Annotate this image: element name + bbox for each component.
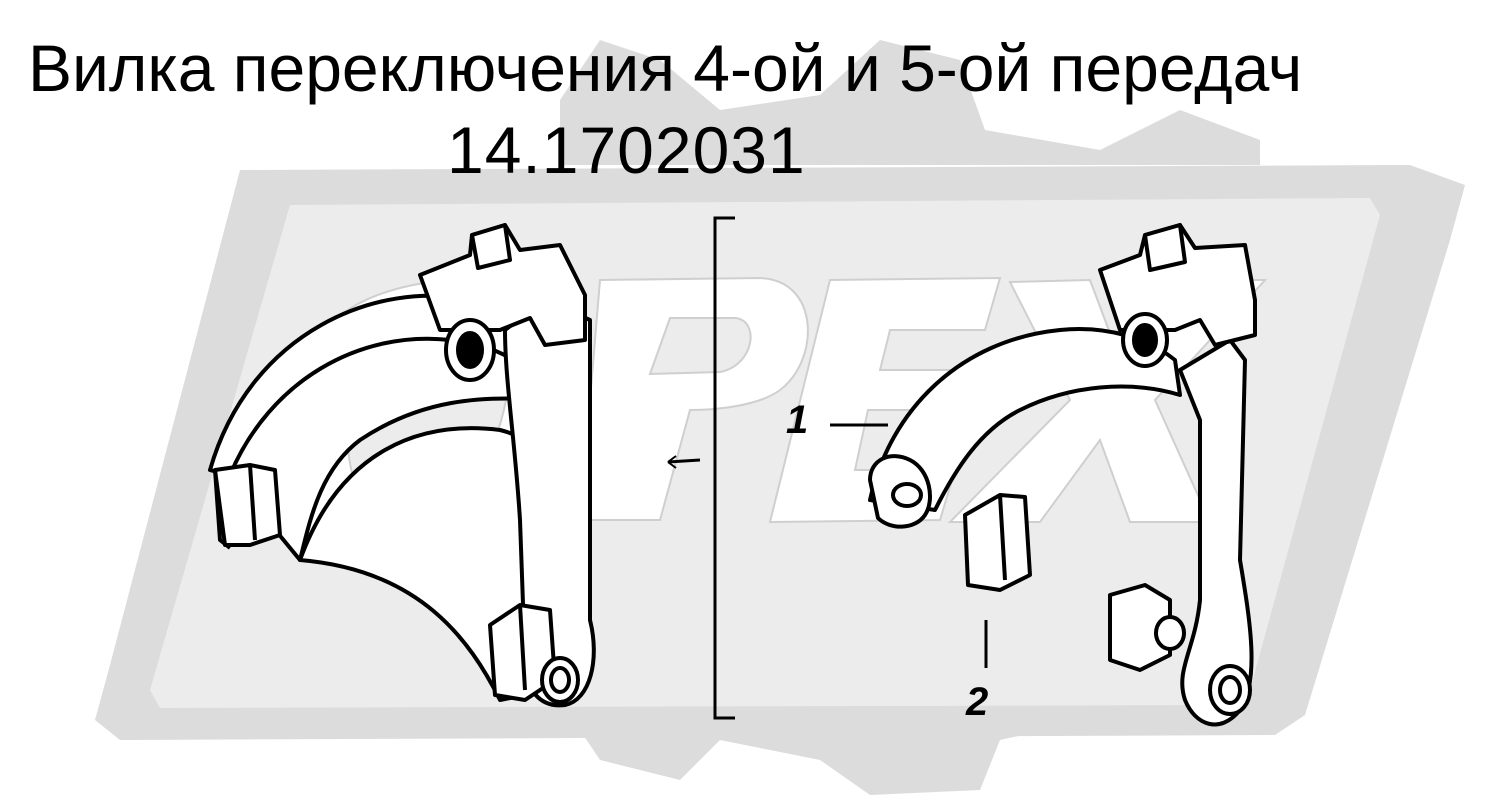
assembly-bracket [667,216,735,720]
diagram-title: Вилка переключения 4-ой и 5-ой передач [28,31,1303,105]
shift-fork-exploded [868,223,1257,727]
shift-fork-assembled [208,223,596,708]
callout-leaders [830,423,988,668]
callout-label-1: 1 [786,398,809,442]
part-number: 14.1702031 [447,113,806,187]
callout-label-2: 2 [966,680,989,724]
